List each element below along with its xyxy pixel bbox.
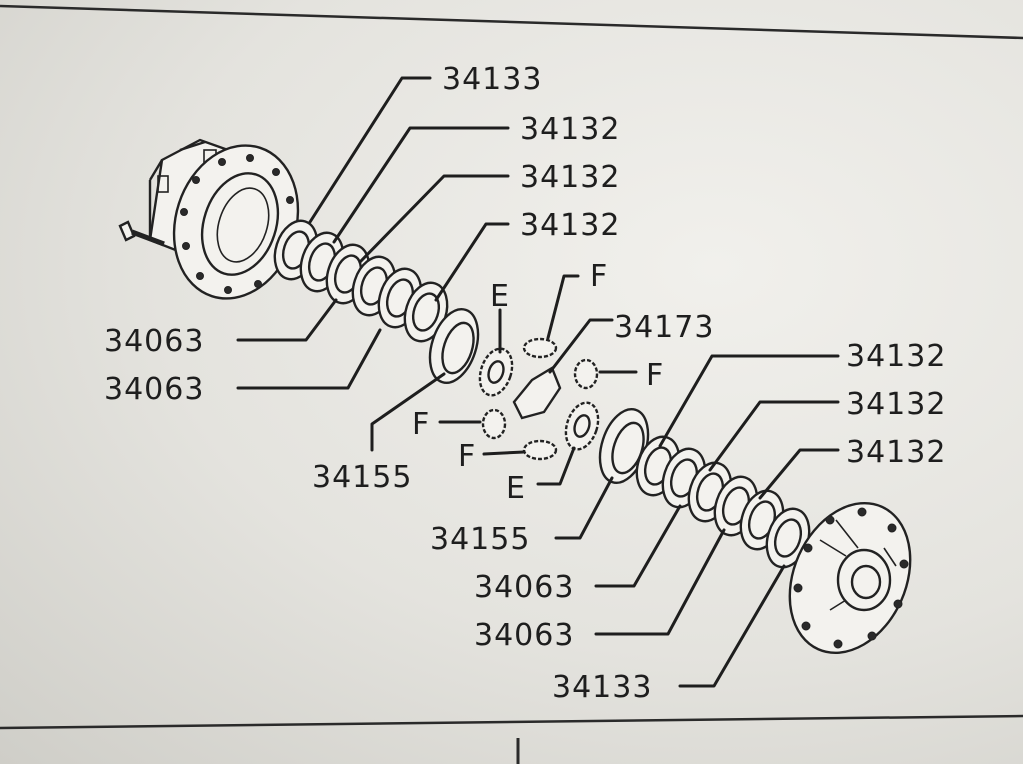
pinion-gear-right (573, 358, 599, 390)
right-case-housing (788, 501, 912, 655)
label-f-lower: F (458, 439, 476, 474)
label-34063-left-b: 34063 (104, 372, 204, 407)
label-34132-top-c: 34132 (520, 208, 620, 243)
left-clutch-disc-stack (273, 219, 449, 343)
leader-lines (236, 76, 840, 688)
label-34132-top-a: 34132 (520, 112, 620, 147)
part-labels: 34133 34132 34132 34132 34063 34063 3415… (104, 62, 946, 705)
label-f-upper: F (590, 259, 608, 294)
side-gear-lower (564, 401, 600, 451)
label-34132-right-c: 34132 (846, 435, 946, 470)
side-gear-upper (478, 347, 514, 397)
label-34132-right-b: 34132 (846, 387, 946, 422)
label-e-upper: E (490, 279, 510, 314)
left-case-housing (148, 138, 300, 300)
page-frame (0, 4, 1023, 764)
pinion-gear-left (481, 408, 507, 440)
label-e-lower: E (506, 471, 526, 506)
label-34133-top: 34133 (442, 62, 542, 97)
pinion-gear-bottom (522, 439, 558, 461)
label-34063-right-a: 34063 (474, 570, 574, 605)
pinion-gear-top (522, 337, 558, 359)
label-34173: 34173 (614, 310, 714, 345)
label-34132-top-b: 34132 (520, 160, 620, 195)
label-f-left: F (412, 407, 430, 442)
pinion-shaft-cross (512, 366, 562, 420)
label-34063-right-b: 34063 (474, 618, 574, 653)
label-f-right: F (646, 358, 664, 393)
label-34133-bottom: 34133 (552, 670, 652, 705)
left-pressure-ring (428, 308, 480, 384)
bolt-icon (118, 220, 165, 247)
label-34063-left-a: 34063 (104, 324, 204, 359)
label-34155-left: 34155 (312, 460, 412, 495)
label-34132-right-a: 34132 (846, 339, 946, 374)
right-clutch-disc-stack (635, 435, 811, 569)
label-34155-right: 34155 (430, 522, 530, 557)
right-pressure-ring (598, 408, 650, 484)
